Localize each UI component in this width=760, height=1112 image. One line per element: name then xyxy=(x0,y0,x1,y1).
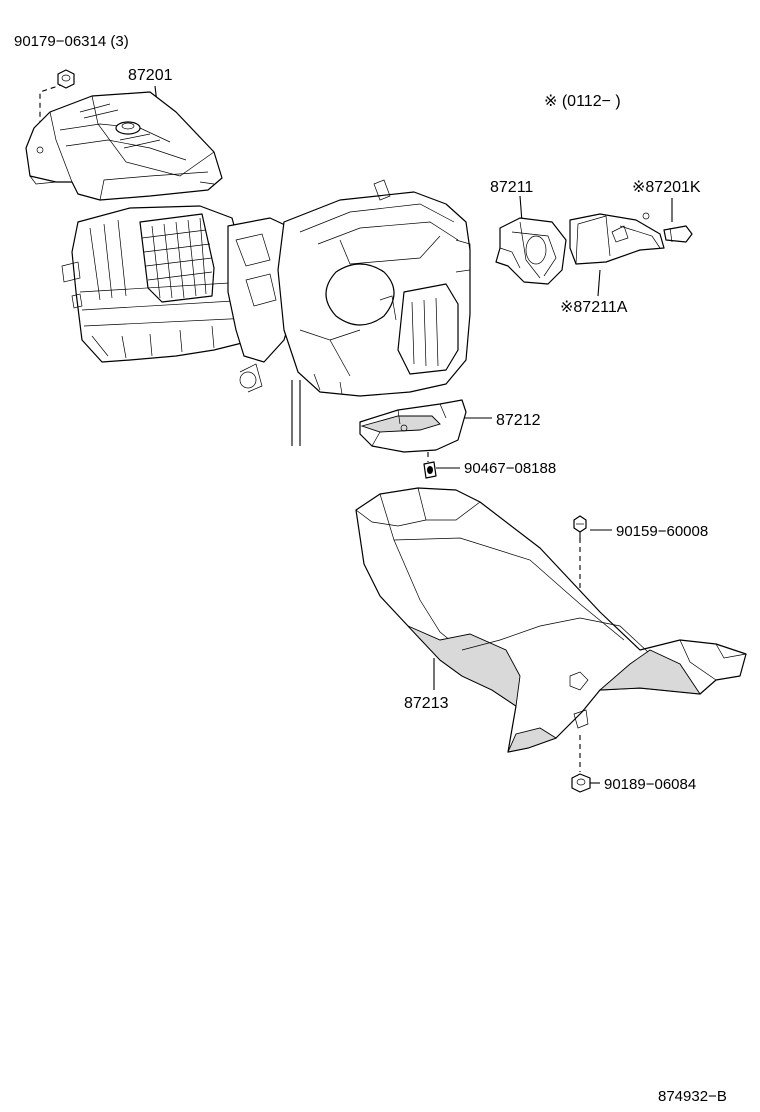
clip-87201k xyxy=(663,225,693,243)
label-note-date: ※ (0112− ) xyxy=(544,93,621,110)
duct-87213 xyxy=(355,487,747,753)
label-87201: 87201 xyxy=(128,67,173,84)
duct-87211a xyxy=(569,212,665,265)
label-87201k: ※87201K xyxy=(632,179,701,196)
label-87213: 87213 xyxy=(404,695,449,712)
label-90189-06084: 90189−06084 xyxy=(604,776,696,793)
label-90159-60008: 90159−60008 xyxy=(616,523,708,540)
label-drawing-code: 874932−B xyxy=(658,1088,727,1105)
duct-87212 xyxy=(359,399,467,453)
label-90179-06314: 90179−06314 (3) xyxy=(14,33,129,50)
upper-cover-87201 xyxy=(25,91,223,201)
nut-90189-06084 xyxy=(571,773,591,793)
label-87211: 87211 xyxy=(490,179,533,196)
nut-90179-06314 xyxy=(57,69,75,89)
label-87212: 87212 xyxy=(496,412,541,429)
heater-blower-unit xyxy=(61,179,471,446)
label-90467-08188: 90467−08188 xyxy=(464,460,556,477)
label-87211a: ※87211A xyxy=(560,299,628,316)
screw-90159-60008 xyxy=(573,515,587,540)
duct-87211 xyxy=(495,217,567,285)
clip-90467-08188 xyxy=(423,461,437,479)
